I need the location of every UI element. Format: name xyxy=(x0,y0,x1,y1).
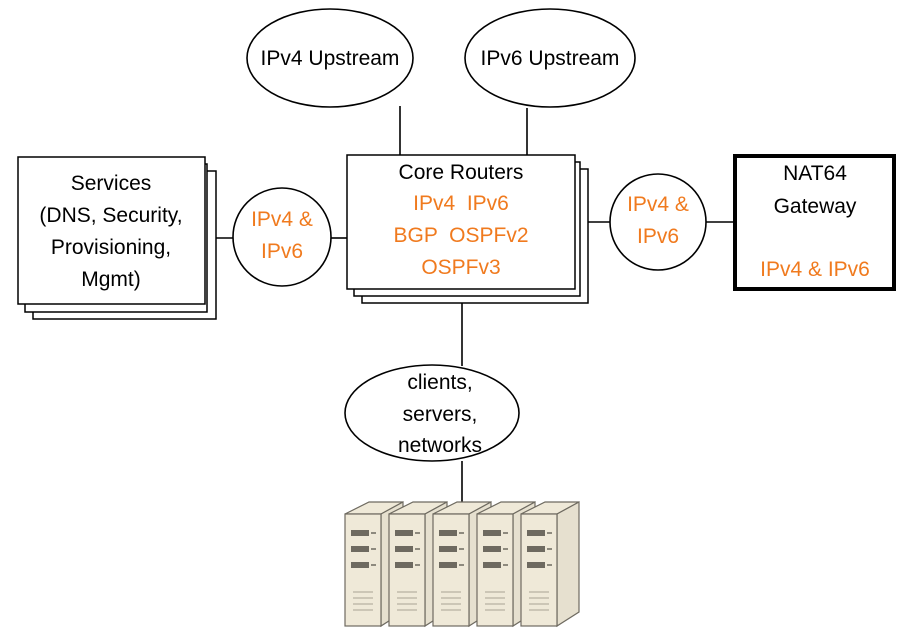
link-right-label-line-1: IPv4 & xyxy=(627,193,689,216)
clients-label-line-1: clients, xyxy=(407,371,472,394)
link-left-label-line-2: IPv6 xyxy=(261,240,303,263)
clients-node: clients, servers, networks xyxy=(344,364,520,462)
nat64-label-line-1: NAT64 xyxy=(783,162,847,185)
nat64-box xyxy=(733,154,896,291)
link-left-node: IPv4 & IPv6 xyxy=(232,187,332,287)
services-label-line-1: Services xyxy=(71,172,152,195)
nat64-protocol-label: IPv4 & IPv6 xyxy=(760,258,870,281)
core-protocols-line-2: BGP OSPFv2 xyxy=(394,224,529,247)
ipv6-upstream-label: IPv6 Upstream xyxy=(481,47,620,70)
ipv4-upstream-label: IPv4 Upstream xyxy=(261,47,400,70)
ipv6-upstream-node: IPv6 Upstream xyxy=(464,8,636,108)
link-right-label-line-2: IPv6 xyxy=(637,225,679,248)
link-right-node: IPv4 & IPv6 xyxy=(609,173,707,271)
core-protocols-line-3: OSPFv3 xyxy=(421,256,500,279)
services-label-line-2: (DNS, Security, xyxy=(39,204,182,227)
nat64-label-line-2: Gateway xyxy=(774,195,857,218)
clients-ellipse xyxy=(344,364,520,462)
core-routers-node: Core Routers IPv4 IPv6 BGP OSPFv2 OSPFv3 xyxy=(346,154,589,304)
core-protocols-line-1: IPv4 IPv6 xyxy=(413,192,509,215)
services-label-line-4: Mgmt) xyxy=(81,268,141,291)
server-rack-icon xyxy=(520,500,580,628)
services-node: Services (DNS, Security, Provisioning, M… xyxy=(17,156,217,320)
services-box xyxy=(17,156,206,305)
core-box xyxy=(346,154,576,290)
core-title: Core Routers xyxy=(399,161,524,184)
ipv4-upstream-ellipse xyxy=(246,8,414,108)
clients-label-line-3: networks xyxy=(398,434,482,457)
nat64-gateway-node: NAT64 Gateway IPv4 & IPv6 xyxy=(733,154,896,291)
ipv4-upstream-node: IPv4 Upstream xyxy=(246,8,414,108)
link-right-circle xyxy=(609,173,707,271)
server-group xyxy=(344,500,580,628)
server-rack-icon xyxy=(388,500,448,628)
clients-label-line-2: servers, xyxy=(403,403,478,426)
link-left-label-line-1: IPv4 & xyxy=(251,208,313,231)
services-label-line-3: Provisioning, xyxy=(51,236,171,259)
ipv6-upstream-ellipse xyxy=(464,8,636,108)
link-left-circle xyxy=(232,187,332,287)
